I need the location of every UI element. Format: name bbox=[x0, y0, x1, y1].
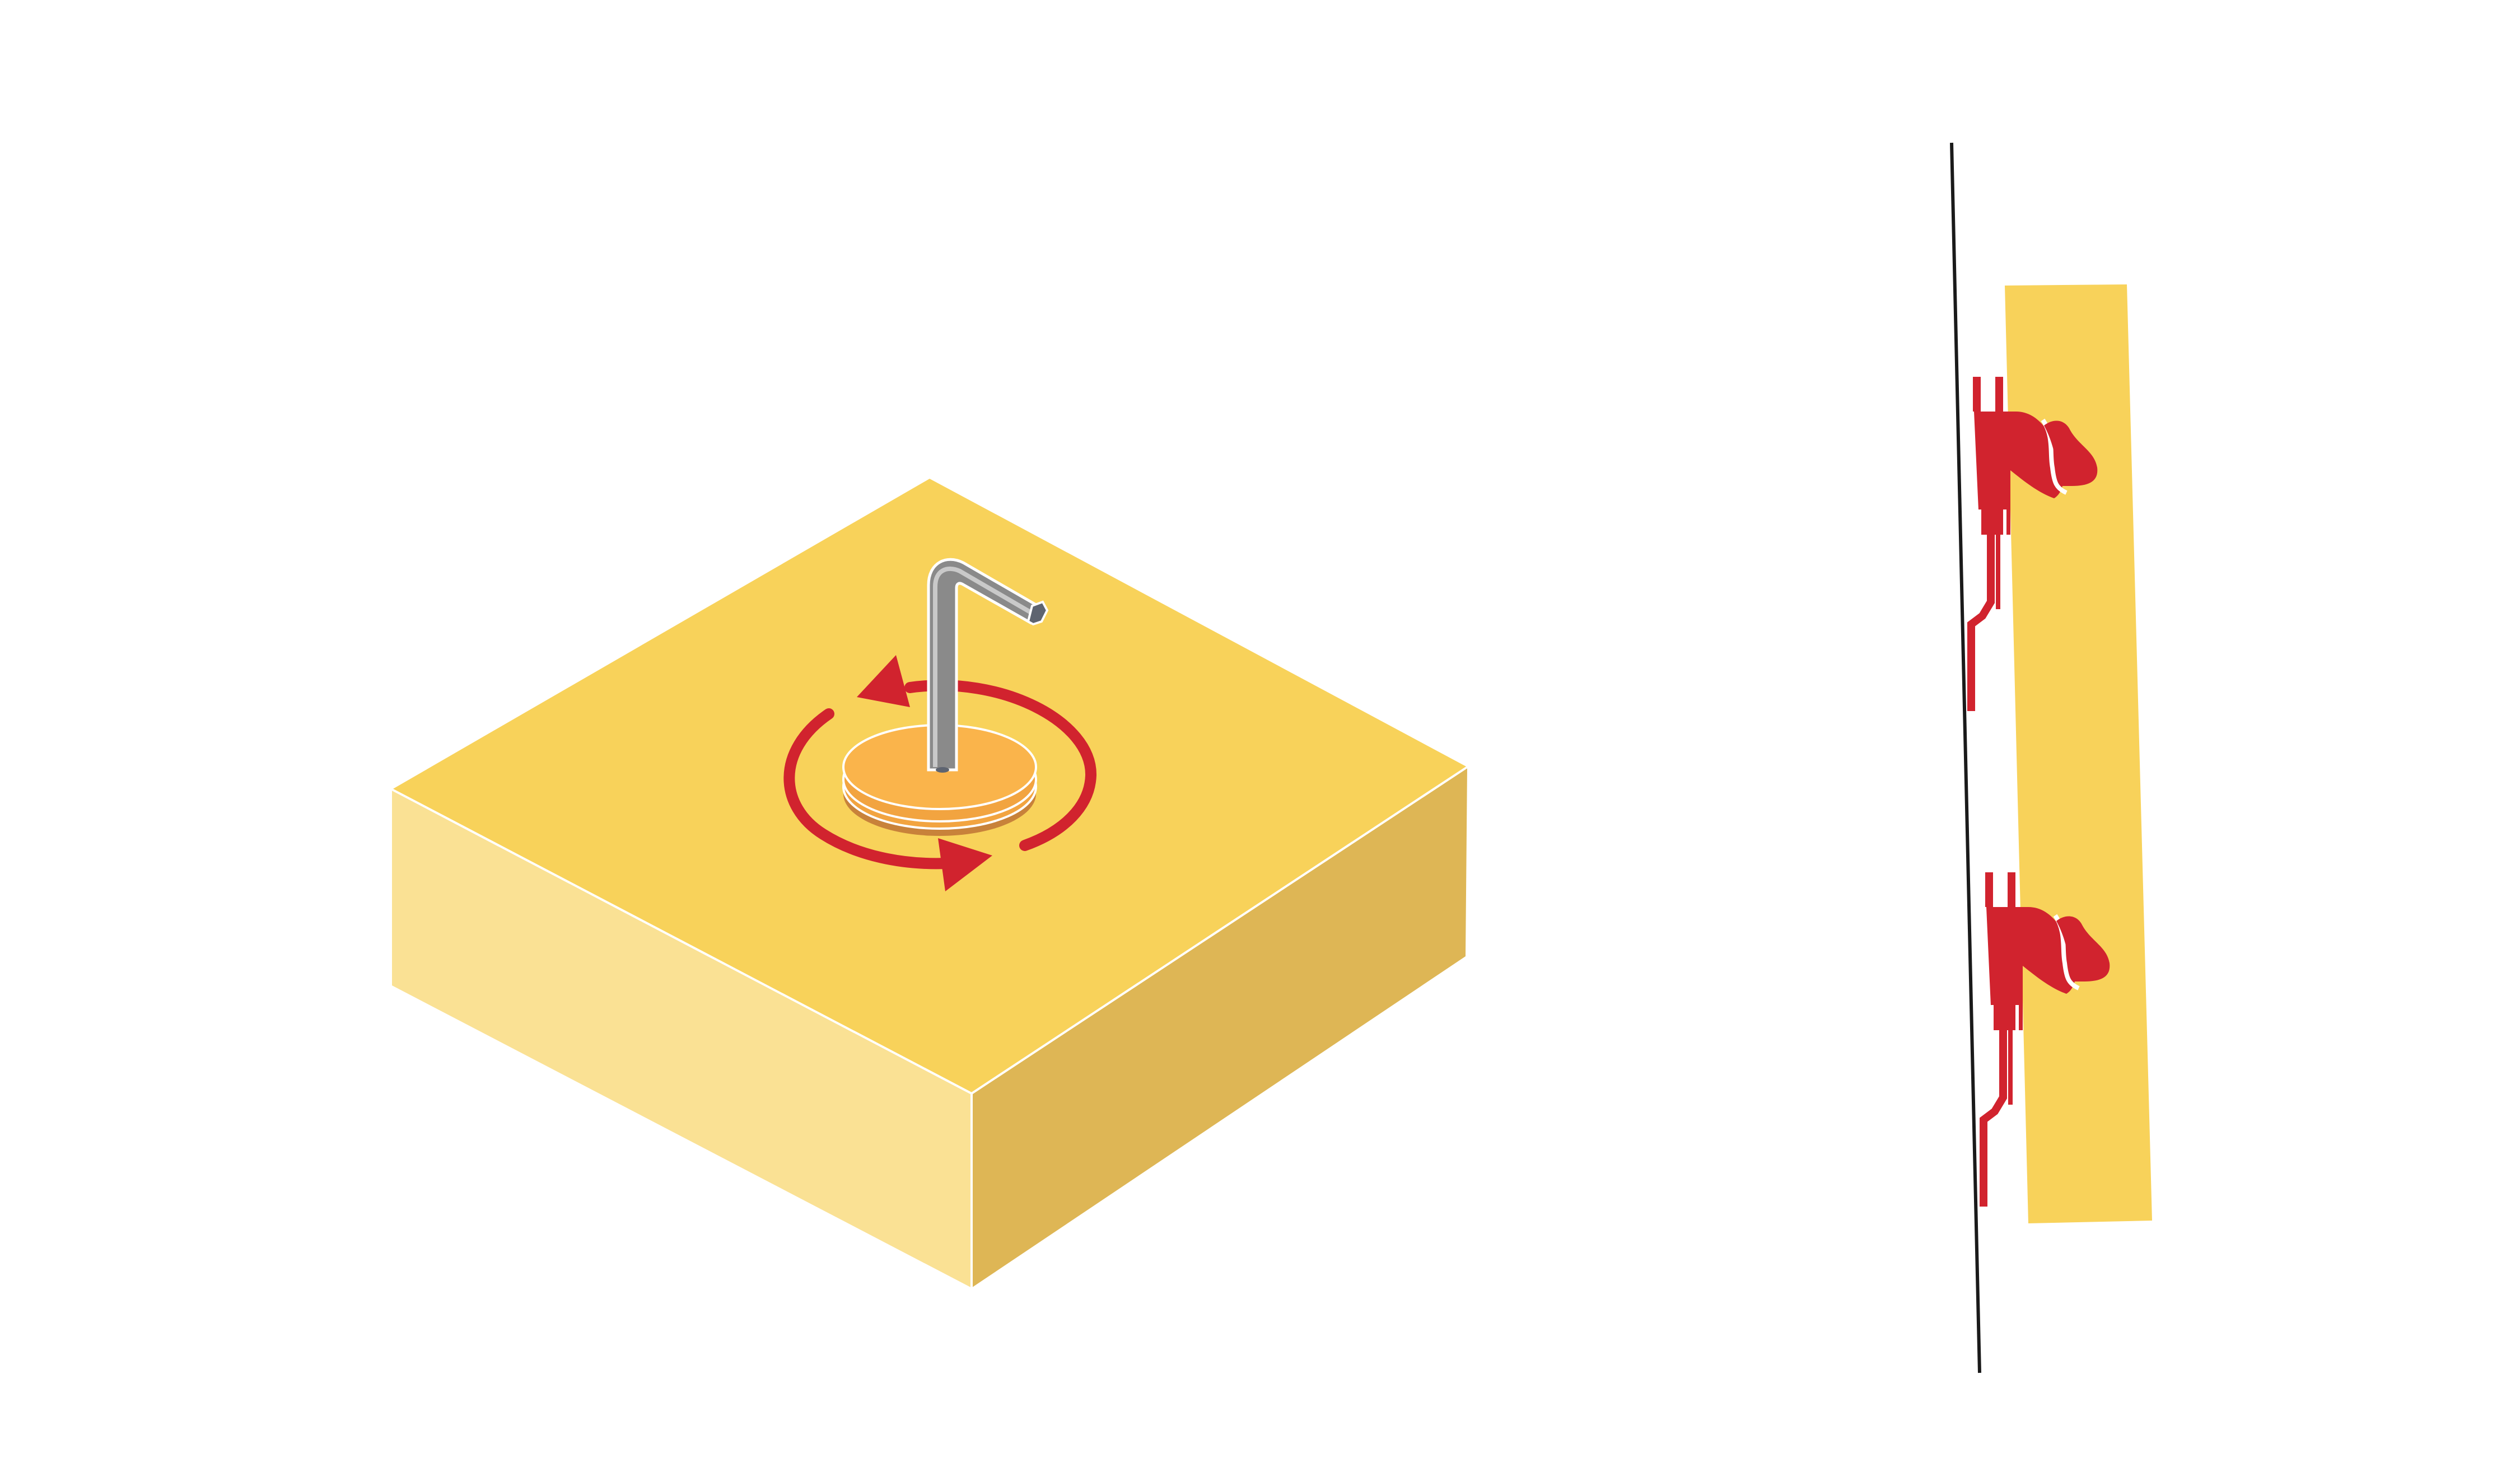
hex-key-socket bbox=[936, 767, 949, 773]
rotation-arrows bbox=[783, 655, 1097, 891]
bracket-spring-leg bbox=[1980, 1013, 2007, 1207]
hex-key-shaft bbox=[927, 558, 1041, 772]
rotation-arc-back bbox=[904, 680, 1097, 851]
bracket-rear-tab bbox=[2056, 916, 2110, 981]
box-left-face bbox=[392, 789, 972, 1288]
rotation-arrowhead-top bbox=[857, 655, 910, 707]
wall-line bbox=[1950, 142, 1981, 1373]
bracket-spring-leg bbox=[1967, 518, 1995, 711]
rotation-arc-front bbox=[783, 708, 952, 870]
wall-brackets bbox=[1967, 377, 2110, 1207]
wall-bracket-2 bbox=[1980, 872, 2110, 1207]
wall-bracket-1 bbox=[1967, 377, 2098, 711]
bracket-rear-tab bbox=[2044, 420, 2098, 486]
hex-key-tip bbox=[1026, 600, 1049, 626]
box-right-face bbox=[972, 767, 1467, 1288]
hex-key-icon bbox=[927, 558, 1049, 773]
bracket-hook-body bbox=[1986, 907, 2076, 1030]
bracket-hook-body bbox=[1974, 412, 2064, 535]
rotation-arrowhead-bottom bbox=[938, 838, 992, 891]
hex-key-highlight bbox=[933, 567, 1037, 767]
adjuster-assembly bbox=[783, 558, 1097, 891]
panel-side bbox=[2005, 284, 2152, 1223]
side-view bbox=[1950, 142, 2152, 1373]
